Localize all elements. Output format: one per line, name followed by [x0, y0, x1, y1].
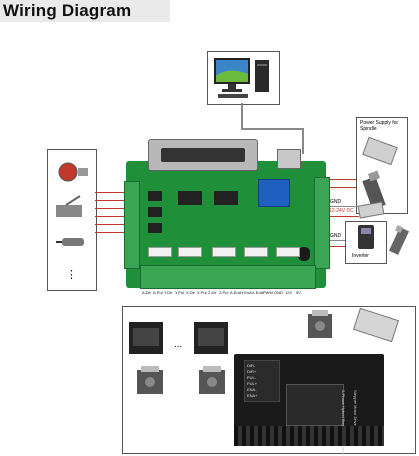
gnd-wire [325, 206, 359, 207]
terminal-labels: A.Dir A.Pul Y.Dir Y.Pul X.Dir X.Pul Z.Di… [142, 290, 312, 306]
driver-terminal-ena-minus: ENA- [247, 387, 257, 392]
mini-driver-1-icon [129, 322, 163, 354]
usb-wire-horizontal [241, 128, 303, 130]
power-supply-label: Power Supply for Spindle [360, 120, 399, 132]
terminal-label-5v: 5V [296, 290, 301, 295]
terminal-label-x-ena: X.EnA [252, 290, 264, 295]
spindle-motor-icon [388, 225, 410, 255]
computer-icon [214, 58, 269, 98]
ic-chip-1 [178, 191, 202, 205]
header-5 [276, 247, 300, 257]
opto-chip-1 [148, 191, 162, 201]
input-wire-4 [95, 216, 127, 217]
terminal-label-z-pul: Z.Pul [219, 290, 229, 295]
driver-terminal-dir-minus: DIR- [247, 363, 256, 368]
driver-terminal-dir-plus: DIR+ [247, 369, 257, 374]
terminal-label-a-dir: A.Dir [142, 290, 151, 295]
inverter-box: Inverter [345, 221, 387, 264]
stepper-motor-2-icon [199, 366, 225, 394]
ic-chip-2 [214, 191, 238, 205]
inverter-label: Inverter [352, 253, 369, 259]
input-list-ellipsis: ⋮ [66, 269, 77, 281]
terminal-label-a-ena: A.EnA [230, 290, 242, 295]
input-wire-1 [95, 192, 127, 193]
input-wire-2 [95, 200, 127, 201]
opto-chip-2 [148, 207, 162, 217]
terminal-label-z-dir: Z.Dir [208, 290, 217, 295]
input-wire-5 [95, 224, 127, 225]
driver-settings-table [286, 384, 344, 426]
terminal-label-x-pul: X.Pul [197, 290, 207, 295]
opto-chip-3 [148, 223, 162, 233]
terminal-label-gnd: GND [274, 290, 283, 295]
input-devices-box: ⋮ [47, 149, 97, 291]
mini-driver-2-icon [194, 322, 228, 354]
power-supply-icon [362, 136, 398, 210]
terminal-label-12v: 12V [285, 290, 293, 295]
header-3 [212, 247, 236, 257]
input-wire-6 [95, 232, 127, 233]
inverter-icon [358, 225, 374, 249]
header-1 [148, 247, 172, 257]
gnd-bottom-label: GND [330, 233, 342, 239]
capacitor [298, 247, 310, 261]
breakout-board [124, 139, 330, 289]
driver-side-text-2: Stepper Motor Driver [353, 390, 358, 428]
driver-terminal-pul-plus: PUL+ [247, 381, 258, 386]
terminal-label-y-pul: Y.Pul [175, 290, 185, 295]
input-devices-icons [56, 162, 88, 246]
terminal-label-pwm: PWM [263, 290, 273, 295]
bottom-terminal-block [140, 265, 316, 289]
terminal-label-a-pul: A.Pul [153, 290, 163, 295]
inverter-wire-2 [325, 246, 345, 247]
computer-frame [207, 51, 280, 105]
usb-port [277, 149, 301, 169]
header-2 [178, 247, 202, 257]
inverter-wire-1 [325, 240, 345, 241]
title-background [0, 0, 170, 22]
driver-terminal-pul-minus: PUL- [247, 375, 257, 380]
page-title: Wiring Diagram [3, 1, 132, 20]
terminal-label-y-ena: Y.EnA [241, 290, 252, 295]
header-4 [244, 247, 268, 257]
dc-label: 12-24V DC [329, 208, 354, 214]
right-terminal-block [314, 177, 330, 269]
left-terminal-block [124, 181, 140, 269]
driver-heatsink [234, 426, 384, 446]
driver-terminal-block: DIR- DIR+ PUL- PUL+ ENA- ENA+ [244, 360, 280, 402]
spindle-wire-2 [325, 187, 356, 188]
usb-wire [241, 103, 243, 129]
psu-small-icon [357, 201, 385, 219]
driver-psu-icon [352, 307, 400, 343]
stepper-driver: DIR- DIR+ PUL- PUL+ ENA- ENA+ 2-Phase Hy… [234, 354, 384, 456]
dc-wire [325, 216, 359, 217]
db25-connector [148, 139, 258, 171]
driver-terminal-ena-plus: ENA+ [247, 393, 258, 398]
gnd-top-label: GND [330, 199, 342, 205]
input-wire-3 [95, 208, 127, 209]
relay [258, 179, 290, 207]
stepper-motor-1-icon [137, 366, 163, 394]
terminal-label-y-dir: Y.Dir [164, 290, 173, 295]
driver-ellipsis: ... [174, 339, 183, 350]
stepper-motor-3-icon [308, 310, 332, 338]
terminal-label-x-dir: X.Dir [186, 290, 195, 295]
usb-wire-down [302, 128, 304, 154]
spindle-wire-1 [325, 179, 356, 180]
spindle-power-box: Power Supply for Spindle [356, 117, 408, 214]
db25-pins [161, 148, 245, 162]
